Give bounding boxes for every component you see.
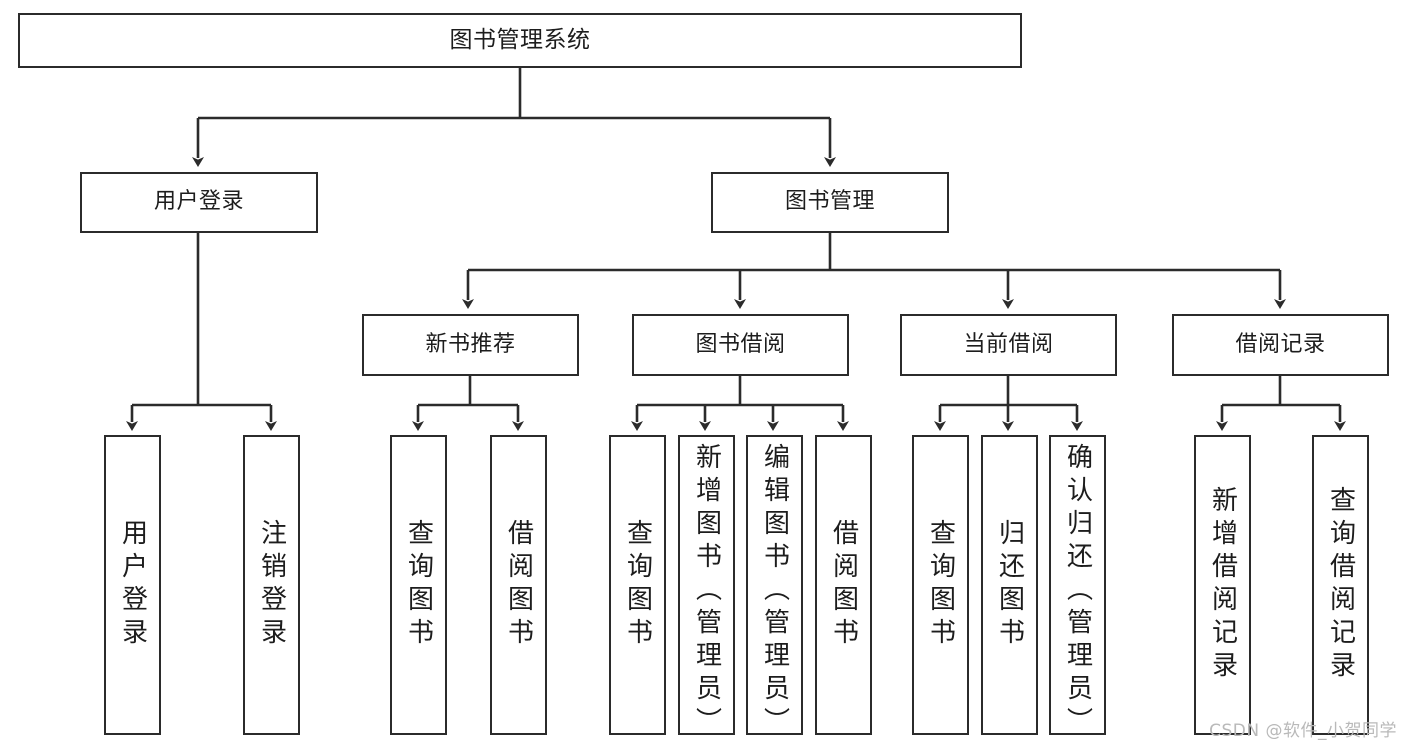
node-label: 查询图书 xyxy=(403,519,434,651)
leaf-current-borrow-query-books[interactable]: 查询图书 xyxy=(912,435,969,735)
node-book-management[interactable]: 图书管理 xyxy=(711,172,949,233)
node-label: 图书管理 xyxy=(784,189,875,215)
node-label: 注销登录 xyxy=(256,519,287,651)
leaf-book-borrow-add-book-admin[interactable]: 新增图书（管理员） xyxy=(678,435,735,740)
node-root-book-management-system[interactable]: 图书管理系统 xyxy=(18,13,1022,68)
node-label: 借阅图书 xyxy=(503,519,534,651)
node-new-book-recommend[interactable]: 新书推荐 xyxy=(362,314,579,376)
node-book-borrow[interactable]: 图书借阅 xyxy=(632,314,849,376)
leaf-user-login-logout[interactable]: 注销登录 xyxy=(243,435,300,735)
node-label: 用户登录 xyxy=(153,189,244,215)
node-label: 新增图书（管理员） xyxy=(691,443,722,740)
node-label: 查询图书 xyxy=(622,519,653,651)
node-label: 图书借阅 xyxy=(695,331,786,357)
leaf-current-borrow-return-books[interactable]: 归还图书 xyxy=(981,435,1038,735)
node-label: 编辑图书（管理员） xyxy=(759,443,790,740)
leaf-book-borrow-edit-book-admin[interactable]: 编辑图书（管理员） xyxy=(746,435,803,740)
node-label: 查询图书 xyxy=(925,519,956,651)
node-label: 图书管理系统 xyxy=(449,26,591,53)
node-label: 确认归还（管理员） xyxy=(1062,443,1093,740)
node-label: 归还图书 xyxy=(994,519,1025,651)
node-label: 借阅图书 xyxy=(828,519,859,651)
leaf-book-borrow-query-books[interactable]: 查询图书 xyxy=(609,435,666,735)
node-label: 用户登录 xyxy=(117,519,148,651)
watermark-text: CSDN @软件_小贺同学 xyxy=(1209,721,1397,741)
leaf-borrow-records-add-record[interactable]: 新增借阅记录 xyxy=(1194,435,1251,735)
leaf-borrow-records-query-record[interactable]: 查询借阅记录 xyxy=(1312,435,1369,735)
leaf-book-borrow-borrow-books[interactable]: 借阅图书 xyxy=(815,435,872,735)
leaf-new-book-query-books[interactable]: 查询图书 xyxy=(390,435,447,735)
node-user-login[interactable]: 用户登录 xyxy=(80,172,318,233)
node-label: 新书推荐 xyxy=(425,331,516,357)
node-label: 借阅记录 xyxy=(1235,331,1326,357)
node-label: 查询借阅记录 xyxy=(1325,486,1356,684)
leaf-new-book-borrow-books[interactable]: 借阅图书 xyxy=(490,435,547,735)
leaf-current-borrow-confirm-return-admin[interactable]: 确认归还（管理员） xyxy=(1049,435,1106,740)
node-label: 新增借阅记录 xyxy=(1207,486,1238,684)
node-current-borrow[interactable]: 当前借阅 xyxy=(900,314,1117,376)
leaf-user-login-login[interactable]: 用户登录 xyxy=(104,435,161,735)
node-label: 当前借阅 xyxy=(963,331,1054,357)
node-borrow-records[interactable]: 借阅记录 xyxy=(1172,314,1389,376)
